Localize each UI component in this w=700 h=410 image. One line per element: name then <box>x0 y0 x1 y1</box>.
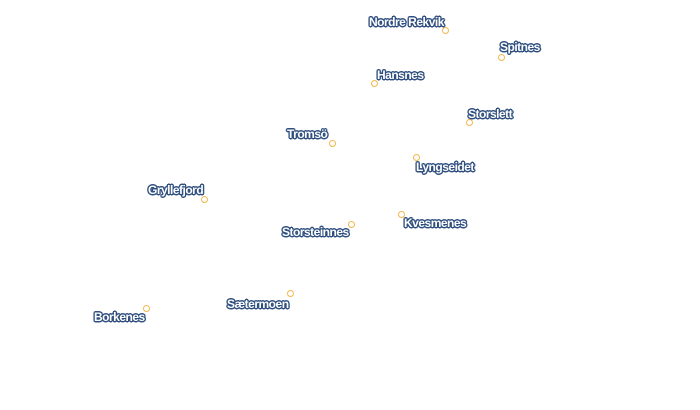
place-marker[interactable] <box>466 119 473 126</box>
place-marker[interactable] <box>498 54 505 61</box>
place-label: Hansnes <box>377 68 424 82</box>
place-label: Lyngseidet <box>416 160 474 174</box>
place-marker[interactable] <box>442 27 449 34</box>
place-label: Sætermoen <box>227 297 289 311</box>
place-label: Kvesmenes <box>404 216 467 230</box>
place-marker[interactable] <box>329 140 336 147</box>
place-label: Gryllefjord <box>148 183 204 197</box>
place-label: Borkenes <box>94 310 145 324</box>
place-marker[interactable] <box>398 211 405 218</box>
place-label: Storsteinnes <box>282 225 349 239</box>
place-label: Spitnes <box>500 40 540 54</box>
place-marker[interactable] <box>348 221 355 228</box>
place-marker[interactable] <box>201 196 208 203</box>
place-marker[interactable] <box>413 154 420 161</box>
place-marker[interactable] <box>143 305 150 312</box>
place-label: Storslett <box>468 107 513 121</box>
place-label: Nordre Rekvik <box>369 15 444 29</box>
place-marker[interactable] <box>287 290 294 297</box>
place-label: Tromsö <box>287 127 328 141</box>
place-marker[interactable] <box>371 80 378 87</box>
